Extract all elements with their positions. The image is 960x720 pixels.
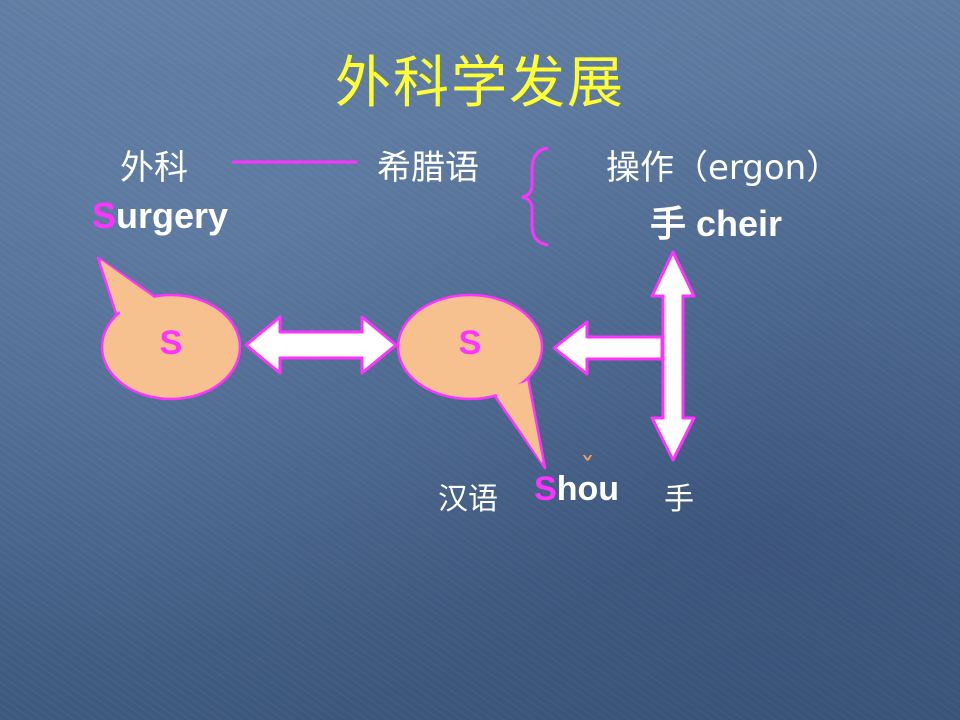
shou-o: o: [577, 470, 599, 508]
shou-initial: S: [534, 470, 557, 508]
left-bubble-label: S: [159, 324, 183, 362]
double-arrow-horizontal: [244, 315, 398, 375]
arrow-left: [552, 320, 664, 376]
operation-text: 操作（ergon）: [606, 148, 841, 188]
double-arrow-vertical: [650, 250, 696, 462]
page-title: 外科学发展: [335, 51, 625, 116]
surgery-rest: urgery: [116, 195, 229, 236]
right-bubble: [396, 293, 547, 470]
word-shou: Shou: [534, 470, 619, 509]
word-surgery: Surgery: [92, 195, 228, 237]
label-chinese: 汉语: [438, 482, 498, 517]
left-bubble: [96, 256, 242, 401]
label-greek: 希腊语: [377, 148, 479, 188]
brace: [521, 146, 549, 247]
right-bubble-label: S: [458, 324, 482, 362]
shou-u: u: [598, 470, 620, 508]
label-hand-cheir: 手 cheir: [650, 203, 783, 244]
shou-h: h: [556, 470, 578, 508]
tone-mark: ˇ: [580, 452, 595, 487]
label-hand: 手: [664, 482, 694, 517]
label-operation: 操作（ergon）: [606, 140, 840, 189]
surgery-initial: S: [92, 195, 117, 236]
label-waike: 外科: [120, 148, 188, 188]
